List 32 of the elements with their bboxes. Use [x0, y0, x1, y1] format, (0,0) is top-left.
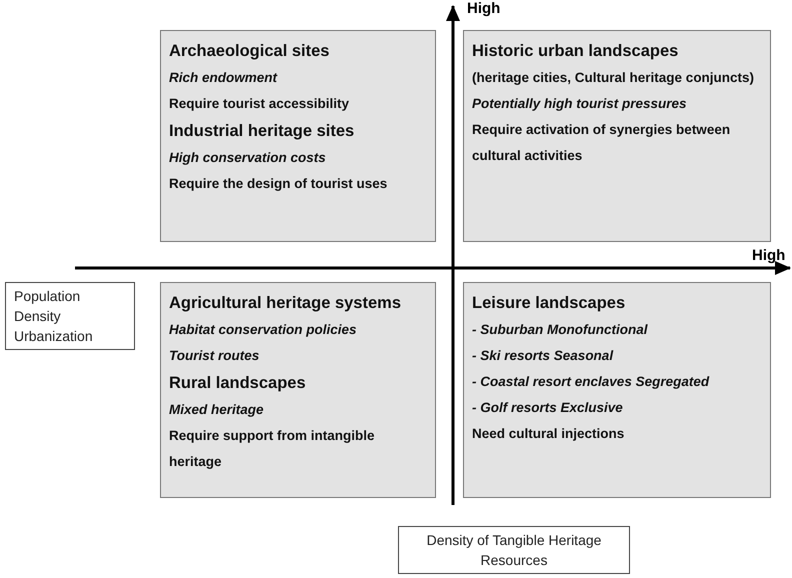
characteristic-text: - Golf resorts Exclusive — [472, 399, 624, 417]
category-heading: Agricultural heritage systems — [169, 293, 402, 314]
quadrant-box — [463, 282, 771, 498]
axis-label-box — [398, 526, 630, 574]
axis-label: Population Density Urbanization — [14, 287, 94, 346]
characteristic-text: - Ski resorts Seasonal — [472, 347, 614, 365]
note-text: Require activation of synergies between cultural activities — [472, 121, 732, 165]
note-text: (heritage cities, Cultural heritage conjuncts) — [472, 69, 756, 87]
quadrant-box — [160, 30, 436, 242]
axis-end-label: High — [467, 0, 500, 17]
note-text: Require the design of tourist uses — [169, 175, 388, 193]
characteristic-text: - Coastal resort enclaves Segregated — [472, 373, 710, 391]
category-heading: Historic urban landscapes — [472, 41, 680, 62]
note-text: Require support from intangible heritage — [169, 427, 376, 471]
note-text: Require tourist accessibility — [169, 95, 350, 113]
axis-label-box — [5, 282, 135, 350]
axis-end-label: High — [752, 247, 786, 264]
category-heading: Rural landscapes — [169, 373, 307, 394]
characteristic-text: - Suburban Monofunctional — [472, 321, 649, 339]
characteristic-text: Potentially high tourist pressures — [472, 95, 688, 113]
characteristic-text: Mixed heritage — [169, 401, 265, 419]
category-heading: Leisure landscapes — [472, 293, 626, 314]
quadrant-box — [463, 30, 771, 242]
note-text: Need cultural injections — [472, 425, 626, 443]
quadrant-box — [160, 282, 436, 498]
axis-label: Density of Tangible Heritage Resources — [426, 531, 602, 570]
category-heading: Archaeological sites — [169, 41, 330, 62]
characteristic-text: High conservation costs — [169, 149, 327, 167]
characteristic-text: Rich endowment — [169, 69, 278, 87]
characteristic-text: Habitat conservation policies — [169, 321, 358, 339]
characteristic-text: Tourist routes — [169, 347, 260, 365]
category-heading: Industrial heritage sites — [169, 121, 356, 142]
